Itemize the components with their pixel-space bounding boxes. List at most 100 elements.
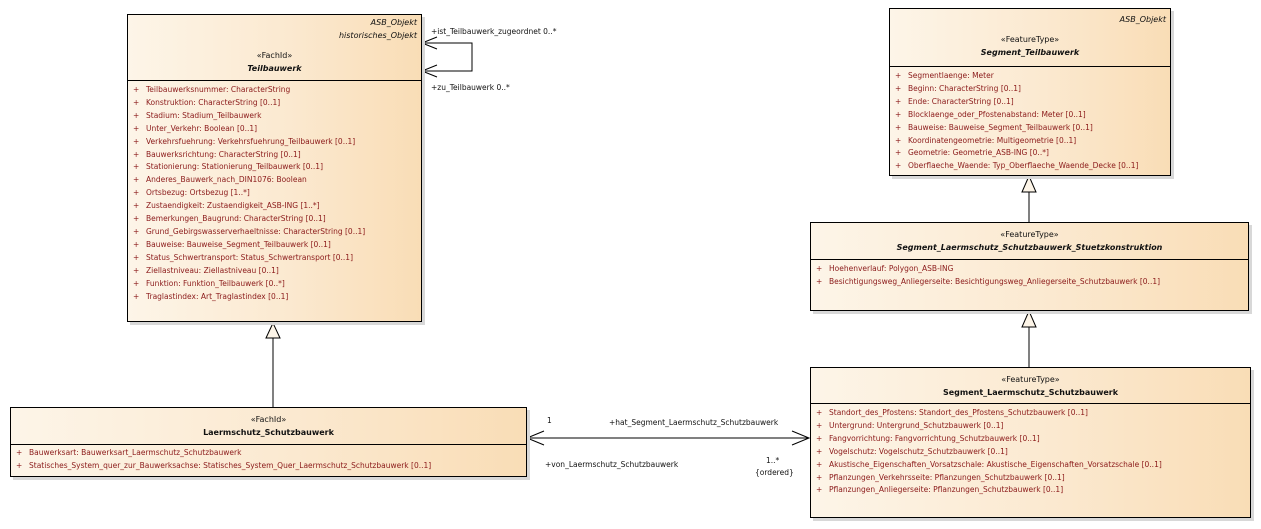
attribute-text: Grund_Gebirgswasserverhaeltnisse: Charac… [146,226,366,236]
attribute-text: Bauwerksrichtung: CharacterString [0..1] [146,149,301,159]
visibility-public-icon: + [16,448,23,457]
attribute-text: Bemerkungen_Baugrund: CharacterString [0… [146,214,326,224]
attribute-text: Untergrund: Untergrund_Schutzbauwerk [0.… [829,420,1004,430]
visibility-public-icon: + [133,136,140,146]
visibility-public-icon: + [133,252,140,262]
visibility-public-icon: + [816,408,823,417]
attribute-row[interactable]: +Traglastindex: Art_Traglastindex [0..1] [128,291,421,304]
attribute-text: Hoehenverlauf: Polygon_ASB-ING [829,264,954,273]
stereotype-label: «FachId» [250,415,287,424]
attribute-text: Stationierung: Stationierung_Teilbauwerk… [146,162,324,172]
visibility-public-icon: + [895,83,902,93]
visibility-public-icon: + [816,276,823,286]
visibility-public-icon: + [816,485,823,495]
class-laermschutz-schutzbauwerk[interactable]: «FachId» Laermschutz_Schutzbauwerk + Bauw… [10,407,527,477]
attribute-row[interactable]: +Pflanzungen_Verkehrsseite: Pflanzungen_… [811,472,1250,485]
class-segment-laermschutz-stuetzkonstruktion[interactable]: «FeatureType» Segment_Laermschutz_Schutz… [810,222,1249,311]
class-segment-laermschutz-schutzbauwerk[interactable]: «FeatureType» Segment_Laermschutz_Schutz… [810,367,1251,518]
attribute-text: Zustaendigkeit: Zustaendigkeit_ASB-ING [… [146,201,320,211]
attribute-text: Statisches_System_quer_zur_Bauwerksachse… [29,460,432,470]
attribute-row[interactable]: + Beginn: CharacterString [0..1] [890,83,1170,96]
visibility-public-icon: + [133,239,140,249]
visibility-public-icon: + [895,135,902,145]
attribute-text: Status_Schwertransport: Status_Schwertra… [146,252,354,262]
attribute-text: Blocklaenge_oder_Pfostenabstand: Meter [… [908,109,1086,119]
attribute-row[interactable]: +Ortsbezug: Ortsbezug [1..*] [128,187,421,200]
attribute-text: Fangvorrichtung: Fangvorrichtung_Schutzb… [829,433,1040,443]
attribute-row[interactable]: + Hoehenverlauf: Polygon_ASB-ING [811,263,1248,276]
role-label-zu-teilbauwerk: +zu_Teilbauwerk 0..* [431,83,510,92]
attribute-row[interactable]: +Teilbauwerksnummer: CharacterString [128,84,421,97]
parent-class-label: ASB_Objekt [370,18,417,27]
visibility-public-icon: + [16,460,23,470]
attribute-row[interactable]: +Stadium: Stadium_Teilbauwerk [128,110,421,123]
attribute-text: Oberflaeche_Waende: Typ_Oberflaeche_Waen… [908,161,1139,171]
class-segment-teilbauwerk[interactable]: ASB_Objekt «FeatureType» Segment_Teilbau… [889,8,1171,176]
attribute-row[interactable]: +Ziellastniveau: Ziellastniveau [0..1] [128,265,421,278]
attribute-row[interactable]: +Bauweise: Bauweise_Segment_Teilbauwerk … [128,239,421,252]
attribute-list: +Teilbauwerksnummer: CharacterString+Kon… [128,81,421,303]
attribute-text: Konstruktion: CharacterString [0..1] [146,97,281,107]
attribute-row[interactable]: + Bauwerksrichtung: CharacterString [0..1… [128,149,421,162]
attribute-row[interactable]: + Bauwerksart: Bauwerksart_Laermschutz_Sc… [11,447,526,460]
attribute-row[interactable]: +Fangvorrichtung: Fangvorrichtung_Schutz… [811,433,1250,446]
attribute-text: Vogelschutz: Vogelschutz_Schutzbauwerk [… [829,446,1008,456]
attribute-row[interactable]: + Bauweise: Bauweise_Segment_Teilbauwerk … [890,122,1170,135]
visibility-public-icon: + [133,175,140,185]
attribute-list: +Standort_des_Pfostens: Standort_des_Pfo… [811,404,1250,497]
attribute-row[interactable]: +Stationierung: Stationierung_Teilbauwer… [128,161,421,174]
visibility-public-icon: + [816,472,823,482]
attribute-text: Bauwerksart: Bauwerksart_Laermschutz_Sch… [29,448,242,457]
visibility-public-icon: + [895,109,902,119]
stereotype-label: «FeatureType» [1000,230,1059,239]
attribute-row[interactable]: +Untergrund: Untergrund_Schutzbauwerk [0… [811,420,1250,433]
visibility-public-icon: + [133,149,140,159]
attribute-row[interactable]: +Standort_des_Pfostens: Standort_des_Pfo… [811,407,1250,420]
visibility-public-icon: + [895,96,902,106]
attribute-row[interactable]: +Geometrie: Geometrie_ASB-ING [0..*] [890,147,1170,160]
class-teilbauwerk[interactable]: ASB_Objekt historisches_Objekt «FachId» … [127,14,422,322]
attribute-row[interactable]: + Status_Schwertransport: Status_Schwertr… [128,252,421,265]
stereotype-label: «FeatureType» [1001,375,1060,384]
attribute-row[interactable]: +Konstruktion: CharacterString [0..1] [128,97,421,110]
attribute-text: Verkehrsfuehrung: Verkehrsfuehrung_Teilb… [146,136,356,146]
attribute-row[interactable]: +Oberflaeche_Waende: Typ_Oberflaeche_Wae… [890,160,1170,173]
generalization-triangle-icon [265,321,281,339]
attribute-row[interactable]: + Verkehrsfuehrung: Verkehrsfuehrung_Teil… [128,136,421,149]
attribute-row[interactable]: +Unter_Verkehr: Boolean [0..1] [128,123,421,136]
visibility-public-icon: + [133,278,140,288]
generalization-triangle-icon [1021,309,1037,328]
attribute-row[interactable]: +Ende: CharacterString [0..1] [890,96,1170,109]
attribute-text: Bauweise: Bauweise_Segment_Teilbauwerk [… [908,122,1093,132]
visibility-public-icon: + [816,446,823,456]
attribute-row[interactable]: + Bemerkungen_Baugrund: CharacterString [… [128,213,421,226]
class-header: «FachId» Laermschutz_Schutzbauwerk [11,408,526,445]
attribute-row[interactable]: +Funktion: Funktion_Teilbauwerk [0..*] [128,278,421,291]
attribute-row[interactable]: +Akustische_Eigenschaften_Vorsatzschale:… [811,459,1250,472]
visibility-public-icon: + [133,188,140,198]
attribute-row[interactable]: + Statisches_System_quer_zur_Bauwerksachs… [11,460,526,473]
attribute-row[interactable]: +Grund_Gebirgswasserverhaeltnisse: Chara… [128,226,421,239]
attribute-row[interactable]: +Anderes_Bauwerk_nach_DIN1076: Boolean [128,174,421,187]
visibility-public-icon: + [816,264,823,273]
attribute-row[interactable]: + Blocklaenge_oder_Pfostenabstand: Meter … [890,109,1170,122]
constraint-label-ordered: {ordered} [755,468,794,477]
attribute-row[interactable]: + Besichtigungsweg_Anliegerseite: Besicht… [811,276,1248,289]
attribute-text: Beginn: CharacterString [0..1] [908,83,1021,93]
visibility-public-icon: + [133,214,140,224]
visibility-public-icon: + [895,122,902,132]
class-name: Teilbauwerk [247,64,302,73]
self-association-arrowhead-bottom [420,64,438,78]
attribute-row[interactable]: +Koordinatengeometrie: Multigeometrie [0… [890,135,1170,148]
visibility-public-icon: + [133,291,140,301]
stereotype-label: «FachId» [256,51,293,60]
attribute-row[interactable]: +Pflanzungen_Anliegerseite: Pflanzungen_… [811,484,1250,497]
self-association-line[interactable] [422,42,473,72]
stereotype-label: «FeatureType» [1000,35,1060,44]
attribute-row[interactable]: +Segmentlaenge: Meter [890,70,1170,83]
attribute-text: Besichtigungsweg_Anliegerseite: Besichti… [829,276,1161,286]
attribute-row[interactable]: + Vogelschutz: Vogelschutz_Schutzbauwerk … [811,446,1250,459]
class-name: Laermschutz_Schutzbauwerk [203,428,334,437]
attribute-row[interactable]: +Zustaendigkeit: Zustaendigkeit_ASB-ING … [128,200,421,213]
